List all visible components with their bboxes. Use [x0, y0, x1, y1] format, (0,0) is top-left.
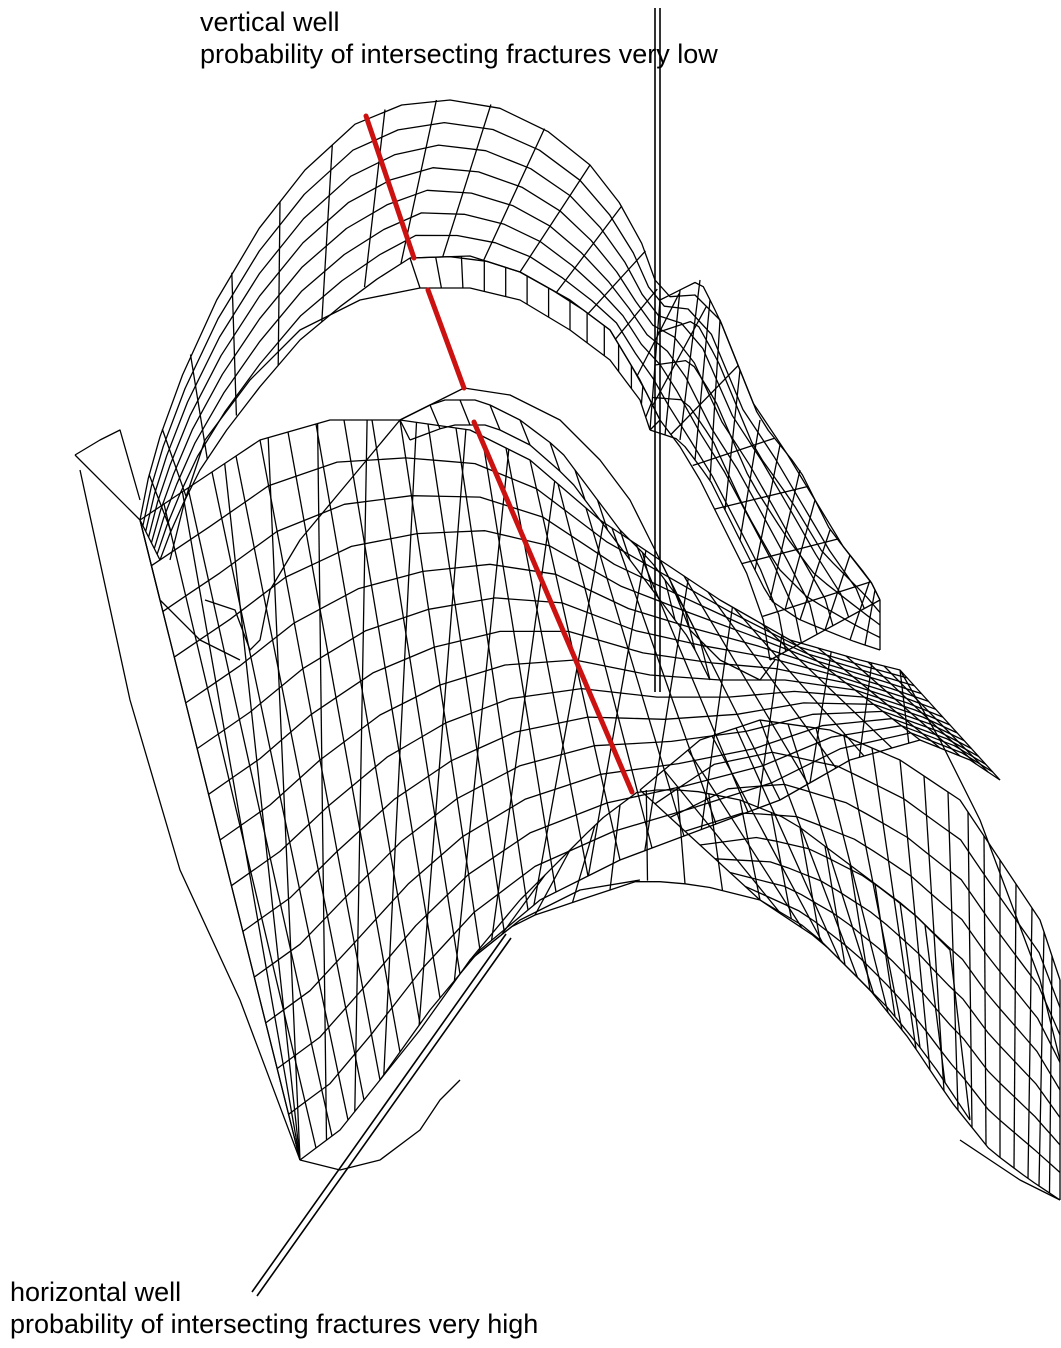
- right-limb-mesh-row: [715, 859, 1060, 1118]
- lower-limb-mesh-col: [586, 508, 684, 836]
- lower-limb-mesh-col: [884, 666, 988, 772]
- second-arch-col: [460, 400, 470, 425]
- middle-arch-col: [461, 256, 463, 288]
- crest-mesh-col: [556, 206, 621, 293]
- right-upper-flank-col: [770, 470, 800, 600]
- block-bottom-right-edge: [960, 1140, 1060, 1200]
- middle-arch-col: [436, 257, 442, 288]
- fracture-diagonal: [318, 424, 327, 1141]
- crest-mesh-col: [443, 105, 491, 257]
- lower-limb-mesh-row: [300, 740, 1000, 1160]
- lower-limb-mesh-col: [846, 656, 960, 756]
- lower-arch-col: [875, 884, 895, 1017]
- horizontal-well-title: horizontal well: [10, 1276, 538, 1308]
- lower-arch-col: [501, 875, 545, 935]
- lower-limb-mesh-col: [236, 456, 364, 1100]
- fracture-diagonal: [900, 670, 909, 743]
- vertical-well-pointer: [655, 8, 660, 692]
- lower-limb-mesh-col: [188, 488, 332, 1136]
- lower-arch-col: [678, 790, 686, 884]
- right-limb-mesh-col: [640, 790, 760, 900]
- right-upper-flank-col: [865, 590, 875, 645]
- right-limb-mesh-col: [1050, 956, 1053, 1193]
- lower-limb-mesh-col: [790, 640, 920, 740]
- horizontal-well-pointer: [252, 934, 511, 1296]
- crest-mesh-col: [162, 429, 186, 497]
- right-upper-flank-col: [665, 290, 680, 435]
- right-limb-mesh-col: [1039, 932, 1044, 1186]
- lower-arch-edge: [380, 880, 640, 1080]
- right-limb-mesh-row: [670, 784, 1060, 1035]
- crest-mesh-row: [140, 100, 880, 600]
- lower-limb-mesh-row: [277, 726, 986, 1069]
- middle-arch-col: [641, 386, 643, 405]
- right-upper-flank-col: [800, 530, 830, 620]
- right-upper-flank-col: [725, 370, 740, 510]
- crest-mesh-col: [520, 165, 590, 272]
- crest-mesh-col: [763, 582, 871, 617]
- right-limb-mesh-col: [712, 736, 823, 943]
- horizontal-well-note: probability of intersecting fractures ve…: [10, 1308, 538, 1340]
- lower-limb-left-edge: [80, 470, 300, 1160]
- lower-arch-row: [520, 790, 950, 950]
- crest-mesh-col: [484, 129, 545, 261]
- right-upper-flank-row: [658, 322, 881, 613]
- lower-limb-mesh-col: [372, 420, 460, 974]
- right-limb-mesh-row: [655, 752, 1060, 1007]
- lower-limb-mesh-col: [482, 436, 556, 892]
- lower-arch-col: [646, 790, 647, 881]
- crest-mesh-col: [232, 273, 237, 416]
- middle-arch-col: [410, 258, 420, 288]
- lower-limb-mesh-col: [288, 432, 400, 1052]
- right-limb-mesh-col: [872, 748, 916, 1049]
- lower-limb-mesh-col: [900, 670, 1000, 780]
- right-limb-mesh-col: [760, 720, 858, 978]
- crest-mesh-row: [149, 168, 833, 626]
- lower-arch-row: [470, 882, 970, 1120]
- vertical-well-note: probability of intersecting fractures ve…: [200, 38, 718, 70]
- horizontal-well-path: [366, 116, 632, 792]
- void-outline: [170, 288, 420, 560]
- crest-mesh-col: [322, 145, 333, 322]
- right-upper-flank-col: [680, 280, 700, 440]
- vertical-well-title: vertical well: [200, 6, 718, 38]
- right-limb-mesh-row: [685, 813, 1060, 1062]
- crest-mesh-col: [588, 251, 645, 314]
- block-bottom-edge: [300, 1080, 460, 1170]
- right-limb-mesh-col: [816, 728, 888, 1013]
- vertical-well-annotation: vertical well probability of intersectin…: [200, 6, 718, 70]
- right-limb-mesh-col: [968, 812, 972, 1128]
- lower-arch-col: [610, 805, 620, 890]
- fracture-diagonal: [182, 492, 300, 1160]
- fracture-diagonal: [454, 449, 508, 980]
- second-arch-col: [575, 470, 585, 500]
- anticline-fracture-mesh: [75, 100, 1060, 1200]
- horizontal-well-annotation: horizontal well probability of intersect…: [10, 1276, 538, 1340]
